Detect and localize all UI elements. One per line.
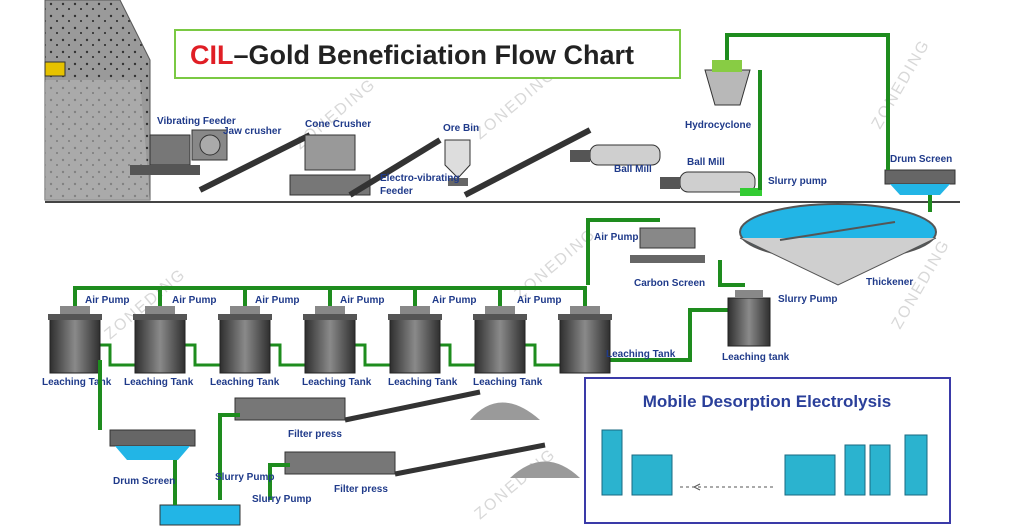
label-ore-bin: Ore Bin xyxy=(443,123,479,134)
label-leaching-tank: Leaching Tank xyxy=(42,377,112,388)
label-air-pump: Air Pump xyxy=(517,295,561,306)
label-cone-crusher: Cone Crusher xyxy=(305,119,371,130)
ball-mill-1 xyxy=(570,144,661,166)
drum-screen-top xyxy=(884,169,956,195)
thickener xyxy=(739,203,937,286)
conveyor-2 xyxy=(348,137,442,198)
title-prefix: CIL xyxy=(190,40,234,70)
slurry-pipe xyxy=(523,343,560,367)
label-slurry-pump-b1: Slurry Pump xyxy=(215,472,274,483)
label-leaching-tank-7: Leaching Tank xyxy=(606,349,676,360)
label-air-pump: Air Pump xyxy=(340,295,384,306)
label-leaching-tank: Leaching Tank xyxy=(210,377,280,388)
ore-bin xyxy=(444,139,471,186)
label-leaching-tank-right: Leaching tank xyxy=(722,352,790,363)
label-air-pump: Air Pump xyxy=(432,295,476,306)
label-air-pump: Air Pump xyxy=(255,295,299,306)
slurry-pipe xyxy=(268,343,305,367)
pipes-bottom xyxy=(98,360,290,505)
title-rest: –Gold Beneficiation Flow Chart xyxy=(234,40,635,70)
label-leaching-tank: Leaching Tank xyxy=(124,377,194,388)
slurry-pipe xyxy=(98,343,135,367)
leaching-tank-right xyxy=(727,290,771,347)
desorption-box: Mobile Desorption Electrolysis xyxy=(584,377,951,524)
label-leaching-tank: Leaching Tank xyxy=(388,377,458,388)
leaching-tank xyxy=(558,306,612,374)
label-thickener: Thickener xyxy=(866,277,913,288)
slurry-pump-top-icon xyxy=(740,188,762,196)
air-pipe xyxy=(498,286,587,320)
mine-rock-face xyxy=(44,0,151,201)
label-drum-screen-bottom: Drum Screen xyxy=(113,476,175,487)
slurry-pipe xyxy=(353,343,390,367)
label-slurry-pump-b2: Slurry Pump xyxy=(252,494,311,505)
label-air-pump: Air Pump xyxy=(85,295,129,306)
label-ball-mill-2: Ball Mill xyxy=(687,157,725,168)
drum-screen-bottom xyxy=(109,429,196,460)
labels-top: Vibrating Feeder Jaw crusher Cone Crushe… xyxy=(157,116,952,363)
label-ball-mill-1: Ball Mill xyxy=(614,164,652,175)
water-pool xyxy=(159,504,241,526)
conveyor-3 xyxy=(463,127,592,198)
label-vibrating-feeder: Vibrating Feeder xyxy=(157,116,236,127)
slurry-pipe xyxy=(183,343,220,367)
label-leaching-tank: Leaching Tank xyxy=(302,377,372,388)
leaching-tank-row: Air Pump Air Pump Air Pump Air Pump Air Pump… xyxy=(42,286,771,388)
label-jaw-crusher: Jaw crusher xyxy=(223,126,281,137)
label-air-pump: Air Pump xyxy=(172,295,216,306)
leaching-tank xyxy=(473,306,527,374)
slurry-pipe xyxy=(438,343,475,367)
watermark-text: ZONEDING xyxy=(869,37,934,132)
conveyor-1 xyxy=(198,132,312,193)
label-carbon-screen: Carbon Screen xyxy=(634,278,705,289)
label-slurry-pump-mid: Slurry Pump xyxy=(778,294,837,305)
leaching-tank xyxy=(133,306,187,374)
label-electro-feeder: Electro-vibrating xyxy=(380,173,459,184)
jaw-crusher xyxy=(191,129,228,161)
desorption-title: Mobile Desorption Electrolysis xyxy=(643,392,891,411)
labels-bottom: Filter press Filter press Drum Screen Sl… xyxy=(113,429,388,505)
label-electro-feeder-2: Feeder xyxy=(380,186,413,197)
cone-crusher xyxy=(289,134,371,196)
label-filter-press-2: Filter press xyxy=(334,484,388,495)
title-box: CIL–Gold Beneficiation Flow Chart xyxy=(174,29,681,79)
leaching-tank xyxy=(48,306,102,374)
vibrating-feeder xyxy=(130,134,200,175)
leaching-tank xyxy=(303,306,357,374)
label-hydrocyclone: Hydrocyclone xyxy=(685,120,752,131)
filter-press-1 xyxy=(234,389,540,423)
leaching-tank xyxy=(218,306,272,374)
ball-mill-2 xyxy=(660,171,756,193)
pipes-top xyxy=(580,33,932,362)
label-filter-press-1: Filter press xyxy=(288,429,342,440)
loader-truck-icon xyxy=(44,61,66,77)
leaching-tank xyxy=(388,306,442,374)
filter-press-2 xyxy=(284,442,580,478)
label-drum-screen-top: Drum Screen xyxy=(890,154,952,165)
label-air-pump-carbon: Air Pump xyxy=(594,232,638,243)
hydrocyclone xyxy=(704,60,751,106)
carbon-screen xyxy=(630,227,705,263)
svg-text:CIL–Gold Beneficiation Flow Ch: CIL–Gold Beneficiation Flow Chart xyxy=(190,40,634,70)
label-leaching-tank: Leaching Tank xyxy=(473,377,543,388)
label-slurry-pump-top: Slurry pump xyxy=(768,176,827,187)
